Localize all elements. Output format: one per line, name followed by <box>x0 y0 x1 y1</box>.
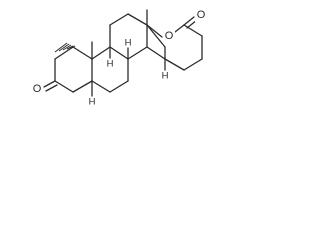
c8-hydrogen-label: H <box>125 38 132 49</box>
lactone-ring <box>146 24 203 71</box>
ketone-oxygen-label: O <box>33 83 42 95</box>
ring-b <box>91 46 129 93</box>
c9-hydrogen-label: H <box>107 59 114 70</box>
c2-methyl-hashed-bond <box>54 42 76 53</box>
ketone-bond <box>43 80 58 92</box>
ring-oxygen-label: O <box>165 30 174 42</box>
lactone-carbonyl-oxygen-label: O <box>197 9 206 21</box>
ring-c <box>109 13 148 60</box>
c5-hydrogen-label: H <box>89 97 96 108</box>
ring-a <box>54 46 93 93</box>
steroid-lactone-structure: O O O H H H H <box>31 9 207 108</box>
c14-hydrogen-label: H <box>162 71 169 82</box>
